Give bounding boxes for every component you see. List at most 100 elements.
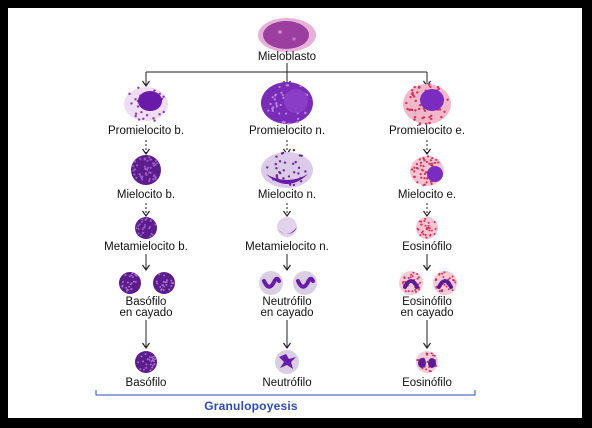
granule-dot bbox=[412, 271, 415, 274]
granule-dot bbox=[424, 171, 427, 174]
granule-dot bbox=[154, 159, 158, 162]
blast-nucleus bbox=[263, 21, 309, 49]
granule-dot bbox=[132, 169, 135, 172]
granule-dot bbox=[149, 219, 152, 222]
granule-dot bbox=[161, 284, 164, 287]
granule-dot bbox=[140, 110, 143, 114]
granule-dot bbox=[430, 352, 433, 355]
granule-dot bbox=[278, 160, 282, 163]
granule-dot bbox=[413, 118, 416, 121]
granule-dot bbox=[150, 356, 153, 359]
granule-dot bbox=[425, 368, 428, 371]
arrow-down-icon bbox=[423, 210, 431, 218]
granule-dot bbox=[409, 276, 412, 279]
granule-dot bbox=[137, 118, 141, 121]
granule-dot bbox=[440, 289, 443, 292]
granule-dot bbox=[145, 114, 149, 117]
granule-dot bbox=[152, 164, 156, 167]
eosinofilo-cayado-nucleus bbox=[437, 279, 453, 289]
granule-dot bbox=[172, 281, 175, 284]
granule-dot bbox=[438, 108, 442, 111]
granule-dot bbox=[162, 110, 165, 114]
promielocito-b-nucleus bbox=[138, 91, 162, 111]
label-n-band-line2: en cayado bbox=[260, 307, 314, 319]
granule-dot bbox=[430, 117, 433, 121]
granule-dot bbox=[429, 159, 432, 162]
granule-dot bbox=[148, 179, 151, 183]
granule-dot bbox=[415, 166, 418, 170]
granule-dot bbox=[416, 181, 419, 184]
granule-dot bbox=[292, 183, 296, 187]
granule-dot bbox=[422, 116, 426, 119]
granule-dot bbox=[407, 276, 410, 279]
granule-dot bbox=[148, 177, 151, 181]
promielocito-n-nucleus bbox=[284, 89, 308, 113]
granule-dot bbox=[130, 274, 133, 277]
granule-dot bbox=[403, 277, 406, 280]
granule-dot bbox=[418, 281, 421, 284]
granule-dot bbox=[419, 234, 422, 237]
granule-dot bbox=[410, 273, 413, 276]
granule-dot bbox=[162, 289, 165, 292]
granule-dot bbox=[152, 117, 155, 120]
granule-dot bbox=[454, 281, 457, 284]
granule-dot bbox=[274, 93, 277, 96]
granule-dot bbox=[428, 83, 431, 86]
blast-nucleolus bbox=[292, 37, 296, 41]
granule-dot bbox=[151, 162, 155, 165]
granule-dot bbox=[297, 172, 300, 175]
granule-dot bbox=[435, 158, 438, 161]
granule-dot bbox=[121, 280, 124, 283]
granule-dot bbox=[287, 122, 290, 125]
granule-dot bbox=[153, 89, 156, 92]
granule-dot bbox=[146, 159, 149, 162]
granule-dot bbox=[160, 289, 163, 292]
basofilo-cayado-icon bbox=[153, 272, 175, 294]
arrow-down-icon bbox=[142, 342, 150, 350]
granule-dot bbox=[294, 160, 297, 164]
granule-dot bbox=[424, 224, 427, 227]
granule-dot bbox=[137, 227, 140, 230]
metamielocito-n-nucleus bbox=[278, 227, 297, 235]
granule-dot bbox=[143, 223, 146, 226]
granule-dot bbox=[420, 223, 423, 226]
label-n-stage-0: Promielocito n. bbox=[248, 125, 326, 137]
granule-dot bbox=[163, 285, 166, 288]
granule-dot bbox=[448, 277, 451, 280]
granule-dot bbox=[137, 232, 140, 235]
granule-dot bbox=[142, 368, 145, 371]
granule-dot bbox=[433, 161, 437, 164]
granule-dot bbox=[128, 285, 131, 288]
granule-dot bbox=[267, 109, 270, 112]
granule-dot bbox=[410, 108, 414, 112]
granule-dot bbox=[165, 280, 168, 283]
granule-dot bbox=[445, 285, 448, 288]
granule-dot bbox=[428, 229, 431, 232]
granule-dot bbox=[423, 176, 426, 180]
arrow-down-icon bbox=[423, 264, 431, 272]
granule-dot bbox=[451, 289, 454, 292]
label-n-band-line1: Neutrófilo bbox=[262, 296, 312, 308]
granule-dot bbox=[287, 175, 291, 178]
granule-dot bbox=[432, 354, 435, 357]
granule-dot bbox=[163, 274, 166, 277]
arrow-down-icon bbox=[283, 210, 291, 218]
granule-dot bbox=[138, 223, 141, 226]
granule-dot bbox=[430, 114, 433, 118]
granule-dot bbox=[425, 160, 428, 164]
granule-dot bbox=[300, 154, 303, 157]
granule-dot bbox=[162, 280, 165, 283]
granule-dot bbox=[143, 165, 146, 168]
granule-dot bbox=[298, 154, 302, 157]
granule-dot bbox=[417, 228, 420, 231]
granule-dot bbox=[149, 369, 152, 372]
granule-dot bbox=[428, 162, 431, 165]
granule-dot bbox=[130, 288, 133, 291]
promielocito-e-nucleus bbox=[420, 89, 444, 111]
caption-bracket bbox=[95, 390, 476, 396]
granule-dot bbox=[147, 156, 151, 159]
granule-dot bbox=[279, 103, 282, 107]
granule-dot bbox=[139, 175, 142, 178]
granule-dot bbox=[446, 98, 449, 101]
granule-dot bbox=[168, 288, 171, 291]
